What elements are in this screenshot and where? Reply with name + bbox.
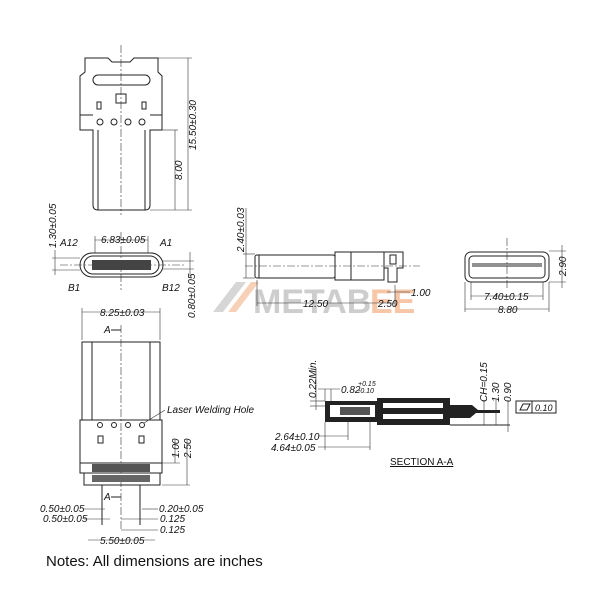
flatness-tolerance-frame: 0.10 [515,400,557,414]
dim-min-wall: 0.22Min. [308,360,319,398]
watermark-text: METAB [253,283,371,321]
dim-pad-offset: 1.30±0.05 [48,203,59,248]
pin-label-b12: B12 [162,283,180,294]
dim-chamfer: CH=0.15 [479,362,490,402]
dim-side-height: 2.40±0.03 [236,207,247,253]
end-view: 2.90 7.40±0.15 8.80 [464,238,569,316]
dim-lead-2: 2.50 [183,438,194,459]
dim-shell-length: 8.00 [174,160,185,180]
dim-offset-2: 0.125 [160,525,185,536]
section-a-a: 0.22Min. 0.82 +0.15 -0.10 2.64±0.10 4.64… [271,360,557,468]
dim-span: 5.50±0.05 [100,536,145,547]
dim-tail-length: 2.50 [377,299,398,310]
section-marker-top: A [103,325,111,336]
dim-outer-width: 8.80 [498,305,518,316]
flatness-icon [519,403,531,411]
dim-offset-1: 0.125 [160,514,185,525]
dim-width: 8.25±0.03 [100,308,145,319]
dim-tip-tol-upper: +0.15 [358,381,376,388]
dim-overall-length: 15.50±0.30 [188,100,199,150]
dim-lead-width: 0.20±0.05 [159,504,204,515]
section-title: SECTION A-A [390,457,454,468]
dim-tail-offset: 1.00 [411,288,431,299]
dim-body-length: 12.50 [303,299,328,310]
watermark-logo: METAB EE [213,282,415,321]
dim-pitch-b: 0.50±0.05 [43,514,88,525]
front-view: 6.83±0.05 A12 A1 B1 B12 1.30±0.05 0.80±0… [48,203,198,318]
dim-depth-1: 2.64±0.10 [274,432,320,443]
top-view: 15.50±0.30 8.00 [79,45,199,215]
side-view: 2.40±0.03 12.50 2.50 1.00 [236,207,431,310]
notes-text: Notes: All dimensions are inches [46,553,263,570]
bottom-view: 8.25±0.03 A Laser Welding Hole A 1.00 2.… [40,308,255,547]
flatness-value: 0.10 [535,403,553,413]
pin-label-a12: A12 [59,238,78,249]
dim-thickness-2: 0.90 [503,382,514,402]
dim-inner-width-end: 7.40±0.15 [484,292,529,303]
section-marker-bottom: A [103,492,111,503]
pin-label-b1: B1 [68,283,80,294]
dim-lead-1: 1.00 [171,438,182,458]
laser-welding-hole-callout: Laser Welding Hole [167,405,255,416]
svg-text:EE: EE [370,283,415,321]
dim-tip: 0.82 [341,385,361,396]
dim-inner-width: 6.83±0.05 [101,235,146,246]
dim-depth-2: 4.64±0.05 [271,443,316,454]
dim-thickness-1: 1.30 [491,382,502,402]
dim-height: 0.80±0.05 [187,273,198,318]
dim-tip-tol-lower: -0.10 [358,388,374,395]
dim-end-height: 2.90 [558,256,569,277]
dim-pitch-a: 0.50±0.05 [40,504,85,515]
pin-label-a1: A1 [159,238,172,249]
